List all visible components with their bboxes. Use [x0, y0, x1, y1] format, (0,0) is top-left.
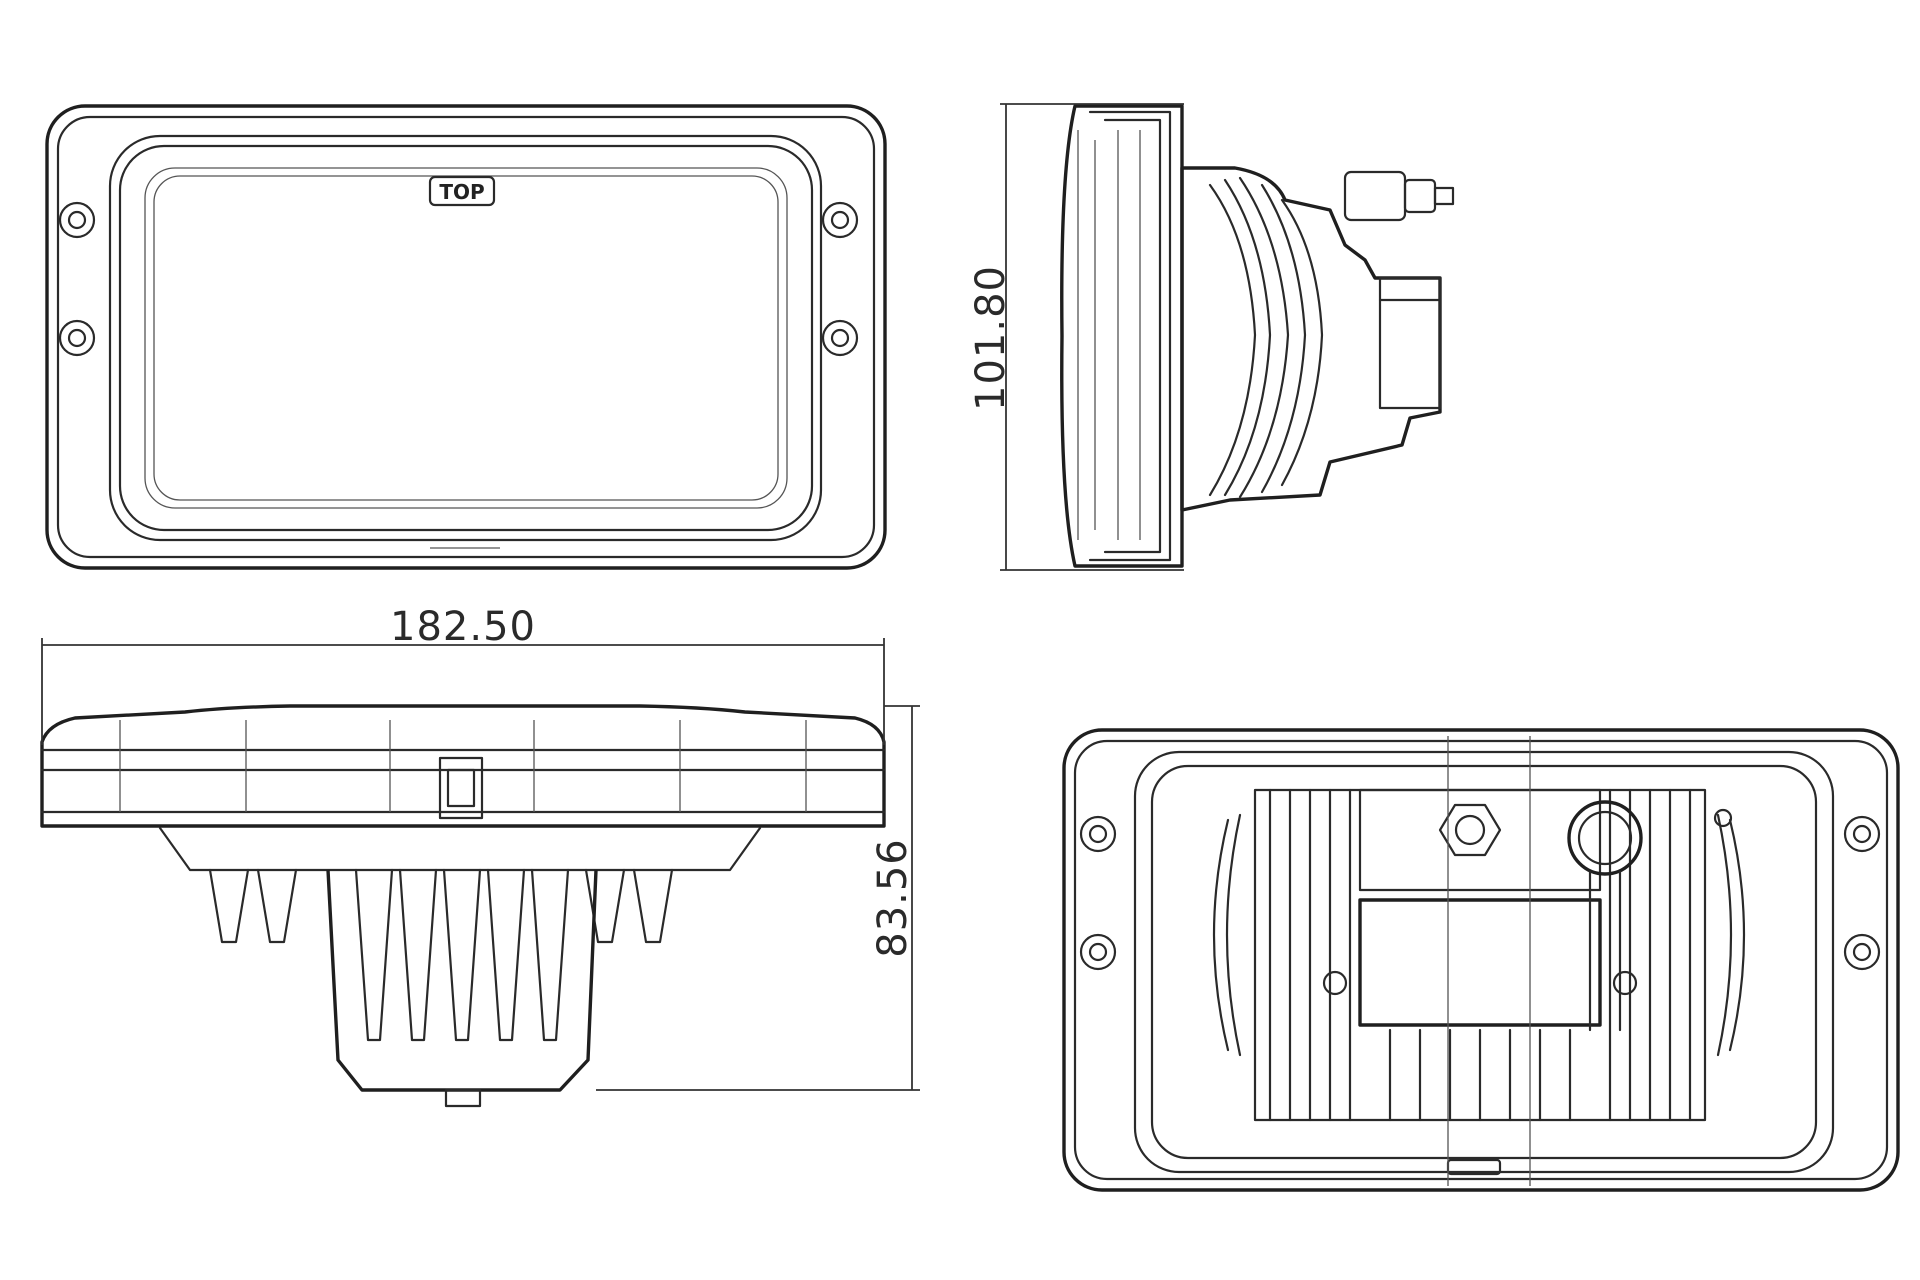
top-view [40, 704, 886, 1108]
rear-view [1062, 728, 1900, 1192]
top-marker-box [428, 175, 496, 207]
mount-hole-icon [821, 319, 859, 357]
bolt-nut-icon [1438, 803, 1502, 857]
depth-dimension-label: 83.56 [870, 838, 916, 958]
width-dimension-label: 182.50 [390, 604, 536, 650]
mount-hole-icon [58, 319, 96, 357]
height-dimension-label: 101.80 [968, 265, 1014, 411]
mount-hole-icon [1843, 815, 1881, 853]
depth-dimension: 83.56 [596, 705, 920, 1091]
mount-hole-icon [821, 201, 859, 239]
mount-hole-icon [1079, 933, 1117, 971]
top-marker-label: TOP [439, 180, 484, 204]
mount-hole-icon [1079, 815, 1117, 853]
side-view [1060, 104, 1455, 568]
rear-fins [1268, 788, 1692, 1122]
connector-port-icon [1567, 800, 1643, 876]
mount-hole-icon [58, 201, 96, 239]
width-dimension: 182.50 [41, 604, 885, 745]
height-dimension: 101.80 [968, 103, 1184, 571]
front-view: TOP [45, 104, 887, 570]
mount-hole-icon [1843, 933, 1881, 971]
